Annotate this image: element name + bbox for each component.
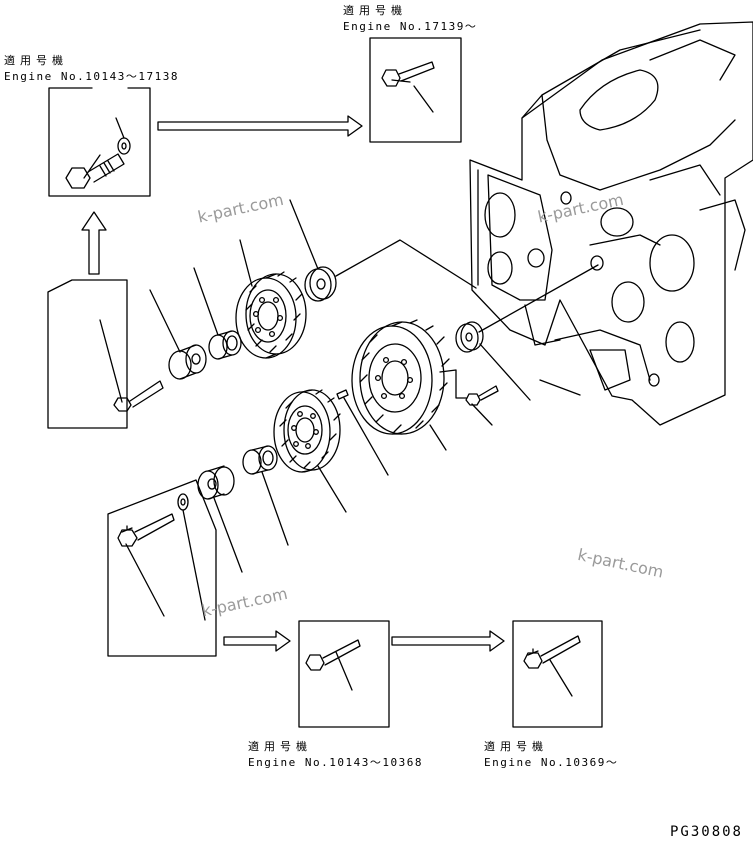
bottom-right-jp-label: 適用号機	[484, 740, 548, 753]
box-top-left	[48, 87, 151, 197]
arrow-right-top	[157, 115, 363, 137]
bottom-mid-engine-label: Engine No.10143～10368	[248, 756, 423, 769]
box-bottom-right	[512, 620, 603, 728]
arrow-right-bottom-1	[223, 630, 291, 652]
bottom-right-engine-label: Engine No.10369～	[484, 756, 619, 769]
upper-idler-assembly	[47, 199, 477, 429]
box-top-right	[369, 37, 462, 143]
top-left-engine-label: Engine No.10143～17138	[4, 70, 179, 83]
box-bottom-mid	[298, 620, 390, 728]
figure-code: PG30808	[669, 824, 743, 840]
arrow-right-bottom-2	[391, 630, 505, 652]
lower-gear-assembly	[197, 264, 599, 573]
bracket-bottom-left	[107, 479, 217, 657]
bottom-mid-jp-label: 適用号機	[248, 740, 312, 753]
engine-block	[469, 21, 753, 426]
arrow-up	[81, 211, 107, 275]
top-right-engine-label: Engine No.17139～	[343, 20, 478, 33]
top-left-jp-label: 適用号機	[4, 54, 68, 67]
top-right-jp-label: 適用号機	[343, 4, 407, 17]
